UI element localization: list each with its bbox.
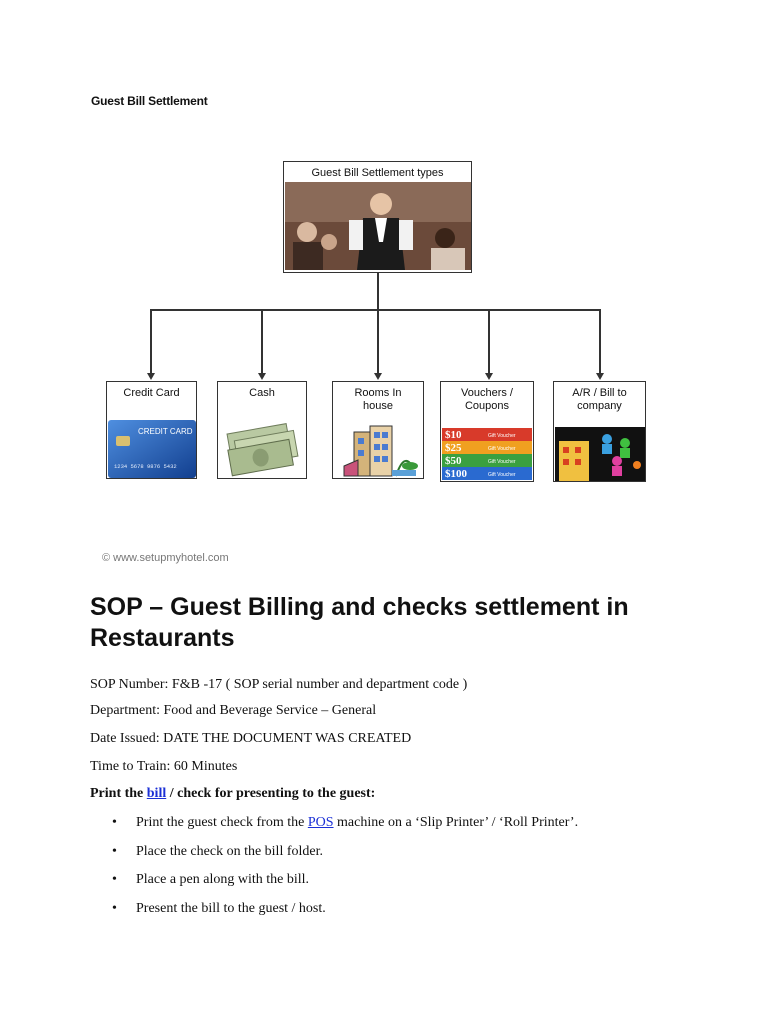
section-prefix: Print the — [90, 786, 147, 801]
department: Department: Food and Beverage Service – … — [90, 703, 377, 718]
voucher-word-3: Gift Voucher — [488, 459, 516, 465]
bullet-dot-4: • — [112, 901, 117, 916]
cash-icon — [226, 423, 299, 477]
list-item: Place the check on the bill folder. — [136, 844, 323, 859]
settlement-types-diagram: Guest Bill Settlement types Credit Card — [106, 161, 646, 482]
top-box-label: Guest Bill Settlement types — [311, 167, 444, 179]
voucher-100: $100 — [445, 468, 468, 480]
voucher-50: $50 — [445, 455, 462, 467]
credit-card-icon: CREDIT CARD 1234 5678 9876 5432 — [108, 420, 196, 478]
arrow-2 — [258, 373, 266, 380]
pos-link[interactable]: POS — [307, 815, 334, 830]
connector-trunk — [377, 273, 379, 310]
bill-link[interactable]: bill — [146, 786, 167, 801]
cash-label: Cash — [249, 387, 275, 399]
list-item: Present the bill to the guest / host. — [136, 901, 326, 916]
bullet-dot-1: • — [112, 815, 117, 830]
box-credit-card: Credit Card CREDIT CARD 1234 5678 9876 5… — [106, 381, 197, 479]
connector-4 — [488, 309, 490, 373]
voucher-word-1: Gift Voucher — [488, 433, 516, 439]
box-cash: Cash — [217, 381, 307, 479]
box-rooms-in-house: Rooms In house — [332, 381, 424, 479]
connector-3 — [377, 309, 379, 373]
connector-5 — [599, 309, 601, 373]
vouchers-icon: $10 $25 $50 $100 Gift Voucher Gift Vouch… — [442, 428, 532, 480]
bullet-dot-2: • — [112, 844, 117, 859]
vouchers-label: Vouchers / Coupons — [461, 387, 513, 412]
hotel-building-icon — [343, 425, 418, 477]
voucher-25: $25 — [445, 442, 462, 454]
date-issued: Date Issued: DATE THE DOCUMENT WAS CREAT… — [90, 731, 412, 746]
voucher-word-4: Gift Voucher — [488, 472, 516, 478]
arrow-5 — [596, 373, 604, 380]
waiter-photo — [285, 182, 471, 270]
time-to-train: Time to Train: 60 Minutes — [90, 759, 238, 774]
credit-card-label: Credit Card — [123, 387, 180, 399]
box-ar-bill-to-company: A/R / Bill to company — [553, 381, 646, 482]
page-title: SOP – Guest Billing and checks settlemen… — [90, 593, 629, 652]
bullet-dot-3: • — [112, 872, 117, 887]
box-vouchers: Vouchers / Coupons $10 $25 $50 $100 Gift… — [440, 381, 534, 482]
sop-number: SOP Number: F&B -17 ( SOP serial number … — [90, 677, 468, 692]
list-item: Place a pen along with the bill. — [136, 872, 310, 887]
connector-2 — [261, 309, 263, 373]
bullet-1-pre: Print the guest check from the — [136, 815, 308, 830]
arrow-1 — [147, 373, 155, 380]
ar-label: A/R / Bill to company — [572, 387, 627, 412]
arrow-4 — [485, 373, 493, 380]
card-number: 1234 5678 9876 5432 — [114, 463, 177, 470]
rooms-label: Rooms In house — [354, 387, 402, 412]
company-icon — [555, 427, 645, 481]
section-suffix: / check for presenting to the guest: — [166, 786, 376, 801]
voucher-word-2: Gift Voucher — [488, 446, 516, 452]
card-text: CREDIT CARD — [138, 427, 193, 436]
arrow-3 — [374, 373, 382, 380]
voucher-10: $10 — [445, 429, 462, 441]
copyright-text: © www.setupmyhotel.com — [102, 552, 229, 564]
connector-1 — [150, 309, 152, 373]
top-box: Guest Bill Settlement types — [283, 161, 472, 273]
list-item: Print the guest check from the POS machi… — [136, 815, 578, 831]
connector-bar — [150, 309, 600, 311]
bullet-1-post: machine on a ‘Slip Printer’ / ‘Roll Prin… — [333, 815, 579, 830]
doc-heading: Guest Bill Settlement — [91, 94, 208, 108]
section-heading: Print the bill / check for presenting to… — [90, 786, 375, 802]
